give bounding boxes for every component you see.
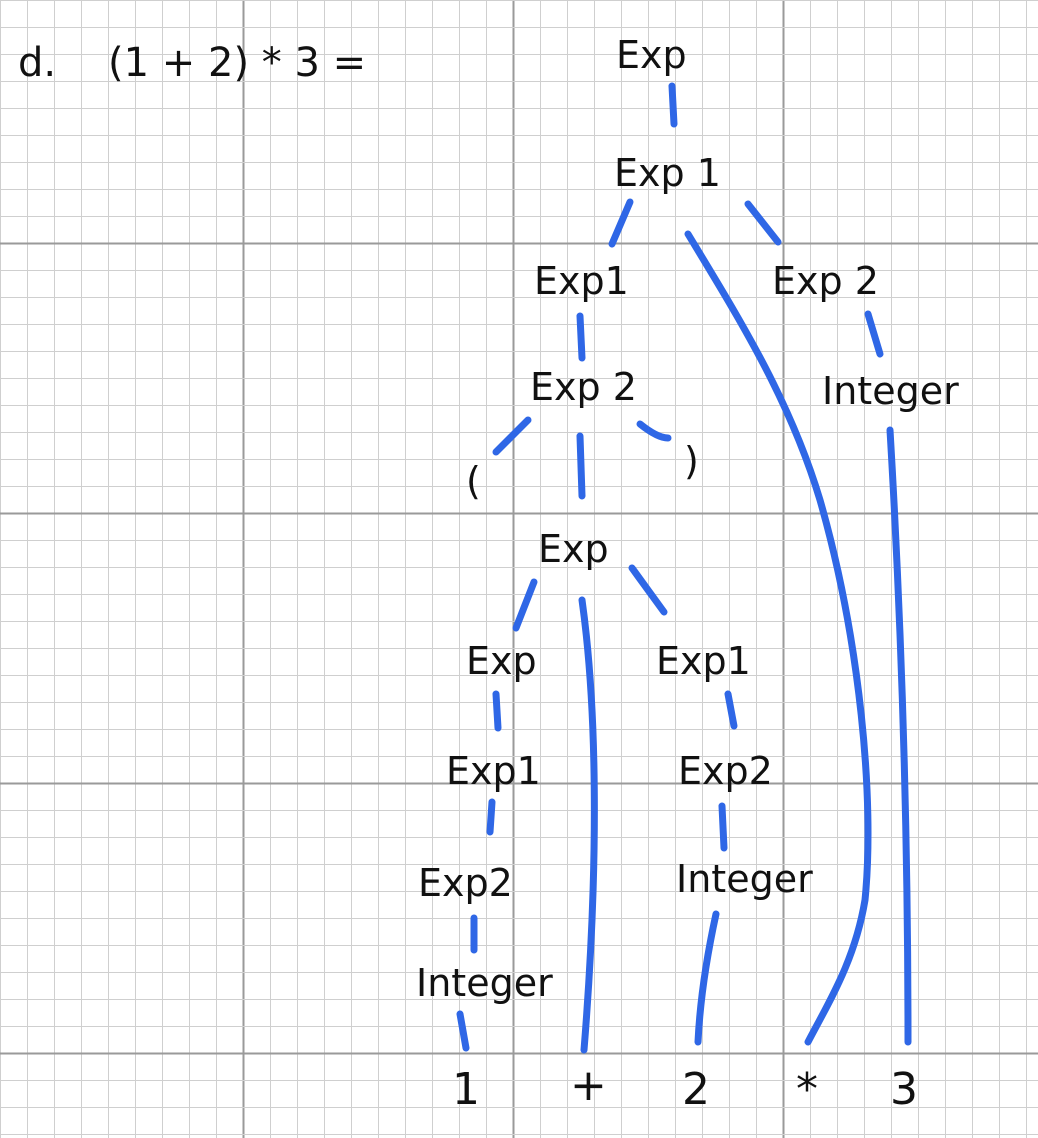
node-exp1-top: Exp 1 [614, 151, 721, 195]
edge-exp2-rparen [636, 420, 672, 442]
edge-exp2-lparen [492, 416, 532, 456]
edge-exp1-exp1left [608, 198, 634, 248]
node-exp2-right: Exp 2 [772, 259, 879, 303]
token-2: 2 [682, 1064, 710, 1115]
node-exp1-left-low: Exp1 [446, 749, 541, 793]
token-plus: + [570, 1060, 607, 1111]
node-exp-left: Exp [466, 639, 537, 683]
edge-exp1left-exp2 [576, 312, 586, 362]
edge-exp1-exp2left [486, 798, 496, 836]
node-exp2-left-low: Exp2 [418, 861, 513, 905]
edge-exp1-star [684, 230, 872, 1046]
edge-integerleft-1 [456, 1010, 470, 1052]
tree-edges [456, 82, 912, 1054]
problem-label: d. [18, 40, 56, 86]
edge-exp1-exp2right [744, 200, 782, 246]
problem-expression: (1 + 2) * 3 = [108, 40, 366, 86]
node-root-exp: Exp [616, 33, 687, 77]
edge-exp-exp1right [628, 564, 668, 616]
node-lparen: ( [466, 459, 481, 503]
edge-exp-exp1 [668, 82, 678, 128]
token-1: 1 [452, 1064, 480, 1115]
edge-exp2-integermid [718, 802, 728, 852]
edge-exp2-integer [864, 310, 884, 358]
node-integer-mid: Integer [676, 857, 813, 901]
token-3: 3 [890, 1064, 918, 1115]
node-integer-left: Integer [416, 961, 553, 1005]
edge-expleft-exp1 [492, 690, 502, 732]
token-star: * [796, 1064, 818, 1115]
node-exp-inner: Exp [538, 527, 609, 571]
node-exp1-left: Exp1 [534, 259, 629, 303]
node-exp1-right: Exp1 [656, 639, 751, 683]
edge-integer-3 [886, 426, 912, 1046]
edge-integermid-2 [694, 910, 720, 1046]
node-integer-right: Integer [822, 369, 959, 413]
node-exp2-right-low: Exp2 [678, 749, 773, 793]
edge-exp1right-exp2 [724, 690, 738, 730]
node-rparen: ) [684, 439, 699, 483]
edge-exp2-exp [576, 432, 586, 500]
node-exp2-mid: Exp 2 [530, 365, 637, 409]
edge-exp-expleft [512, 578, 538, 632]
edge-exp-plus [578, 596, 598, 1054]
